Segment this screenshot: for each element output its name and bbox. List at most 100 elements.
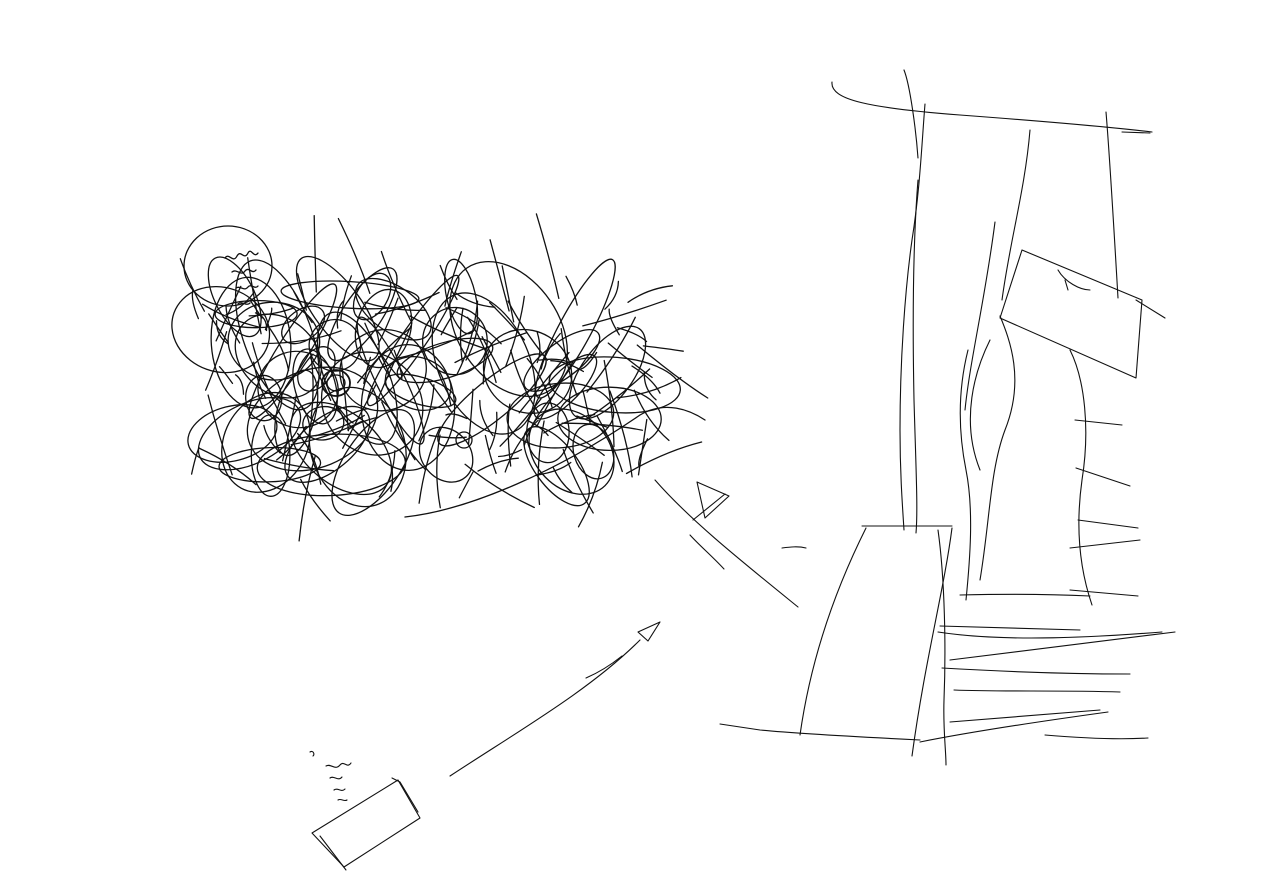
scribble-hatch xyxy=(315,414,365,437)
scribble-hatch xyxy=(608,308,620,336)
scribble-hatch xyxy=(627,285,674,303)
scribble-hatch xyxy=(504,419,539,473)
scribble-hatch xyxy=(540,332,561,370)
scribble-loop xyxy=(355,277,432,341)
scribble-hatch xyxy=(290,420,363,446)
scribble-hatch xyxy=(609,390,633,478)
scribble-hatch xyxy=(616,376,682,399)
scribble-hatch xyxy=(191,289,200,320)
scribble-hatch xyxy=(261,330,342,345)
scribble-hatch xyxy=(631,365,661,394)
lower-handwriting xyxy=(309,750,352,802)
scribble-hatch xyxy=(266,323,290,372)
scribble-hatch xyxy=(208,313,229,344)
scribble-hatch xyxy=(537,420,545,506)
scribble-hatch xyxy=(518,351,570,414)
scribble-hatch xyxy=(374,291,440,315)
scribble-hatch xyxy=(582,299,667,327)
scribble-loop xyxy=(418,426,474,483)
scribble-hatch xyxy=(198,447,257,486)
scribble-hatch xyxy=(576,415,609,429)
scribble-hatch xyxy=(252,361,267,399)
scribble-hatch xyxy=(204,331,228,391)
scribble-hatch xyxy=(337,217,371,294)
scribble-hatch xyxy=(565,275,578,306)
scribble-hatch xyxy=(377,356,392,379)
scribble-hatch xyxy=(275,425,307,461)
scribble-hatch xyxy=(481,336,502,374)
scribble-hatch xyxy=(298,455,316,542)
scribble-hatch xyxy=(396,329,475,360)
scribble-loop xyxy=(308,386,407,508)
scribble-hatch xyxy=(299,478,331,522)
scribble-hatch xyxy=(445,307,502,345)
scribble-hatch xyxy=(254,312,268,332)
scribble-loop xyxy=(221,391,311,493)
scribble-hatch xyxy=(555,421,605,456)
scribble-hatch xyxy=(536,360,574,428)
scribble-cloud xyxy=(171,213,709,542)
scribble-loop xyxy=(528,408,615,495)
scribble-hatch xyxy=(625,441,703,475)
scribble-hatch xyxy=(604,280,620,310)
scribble-hatch xyxy=(445,413,468,420)
scribble-loop xyxy=(227,301,321,381)
scribble-hatch xyxy=(489,239,510,312)
scribble-hatch xyxy=(536,331,541,364)
scribble-hatch xyxy=(642,345,684,352)
scribble-loop xyxy=(523,426,590,507)
scribble-loop xyxy=(339,328,427,412)
scribble-hatch xyxy=(535,213,560,300)
scribble-hatch xyxy=(526,419,549,437)
scribble-hatch xyxy=(484,434,497,474)
scribble-hatch xyxy=(364,301,427,312)
scribble-loop xyxy=(210,276,292,409)
scribble-loop xyxy=(292,348,338,425)
scribble-hatch xyxy=(418,384,435,442)
scribble-hatch xyxy=(550,360,585,373)
scribble-hatch xyxy=(263,457,335,472)
flag-arrow xyxy=(654,479,807,608)
scribble-hatch xyxy=(247,257,262,335)
speech-bubble xyxy=(183,225,273,307)
scribble-hatch xyxy=(499,398,542,447)
scribble-loop xyxy=(548,356,681,414)
scribble-hatch xyxy=(638,438,649,468)
scribble-hatch xyxy=(293,290,313,324)
scribble-hatch xyxy=(263,424,281,454)
scribble-hatch xyxy=(580,351,598,370)
scribble-hatch xyxy=(489,301,526,341)
scribble-loop xyxy=(557,386,662,452)
scribble-hatch xyxy=(560,328,578,397)
scribble-hatch xyxy=(309,356,332,401)
bubble-handwriting xyxy=(224,250,259,305)
scribble-hatch xyxy=(340,358,350,432)
eye-loop-inner xyxy=(326,374,346,392)
scribble-loop xyxy=(197,397,302,471)
scribble-loop xyxy=(534,258,616,399)
scribble-hatch xyxy=(637,418,648,476)
scribble-loop xyxy=(302,405,345,441)
scribble-hatch xyxy=(426,377,452,413)
scribble-hatch xyxy=(458,471,474,499)
scribble-hatch xyxy=(507,300,549,361)
scribble-hatch xyxy=(586,316,636,393)
scribble-hatch xyxy=(428,434,467,439)
scribble-hatch xyxy=(207,394,233,476)
scribble-loop xyxy=(352,272,392,321)
scribble-hatch xyxy=(636,344,709,399)
scribble-hatch xyxy=(489,411,498,451)
scribble-hatch xyxy=(562,448,594,514)
scribble-hatch xyxy=(396,422,416,461)
scribble-hatch xyxy=(381,401,427,471)
scribble-hatch xyxy=(482,349,490,385)
scribble-hatch xyxy=(380,250,413,324)
scribble-loop xyxy=(214,299,298,329)
scribble-hatch xyxy=(616,327,648,343)
scribble-hatch xyxy=(596,415,623,473)
scribble-hatch xyxy=(296,432,322,485)
scribble-hatch xyxy=(436,367,452,407)
scribble-loop xyxy=(246,366,379,472)
scribble-hatch xyxy=(393,349,403,380)
scribble-hatch xyxy=(190,446,200,475)
